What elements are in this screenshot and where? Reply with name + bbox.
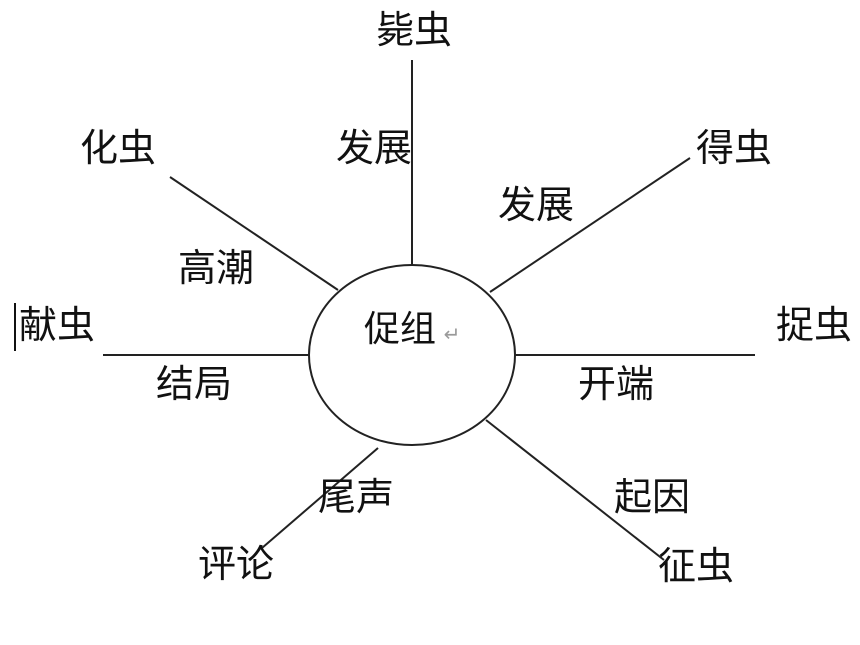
node-upper-left-label: 化虫	[79, 126, 157, 170]
spoke-lower-right	[485, 419, 665, 561]
stage-right-label: 开端	[577, 362, 655, 406]
stage-upper-right-label: 发展	[497, 183, 575, 227]
stage-left-label: 结局	[155, 362, 233, 406]
stage-top-label: 发展	[335, 126, 413, 170]
stage-lower-left-label: 尾声	[317, 475, 395, 519]
spoke-upper-right	[489, 157, 691, 293]
node-lower-left-label: 评论	[197, 542, 275, 586]
stage-lower-right-label: 起因	[613, 475, 691, 519]
center-ellipse	[308, 264, 516, 446]
node-right-label: 捉虫	[775, 303, 853, 347]
paragraph-return-icon: ↵	[443, 322, 461, 346]
node-lower-right-label: 征虫	[657, 544, 735, 588]
node-top-label: 毙虫	[375, 8, 453, 52]
node-left-label: 献虫	[18, 303, 96, 347]
spoke-lower-left	[261, 447, 379, 549]
spoke-upper-left	[169, 176, 339, 291]
node-upper-right-label: 得虫	[695, 126, 773, 170]
center-label: 促组	[363, 309, 437, 350]
stage-upper-left-label: 高潮	[177, 246, 255, 290]
text-cursor	[14, 303, 16, 351]
